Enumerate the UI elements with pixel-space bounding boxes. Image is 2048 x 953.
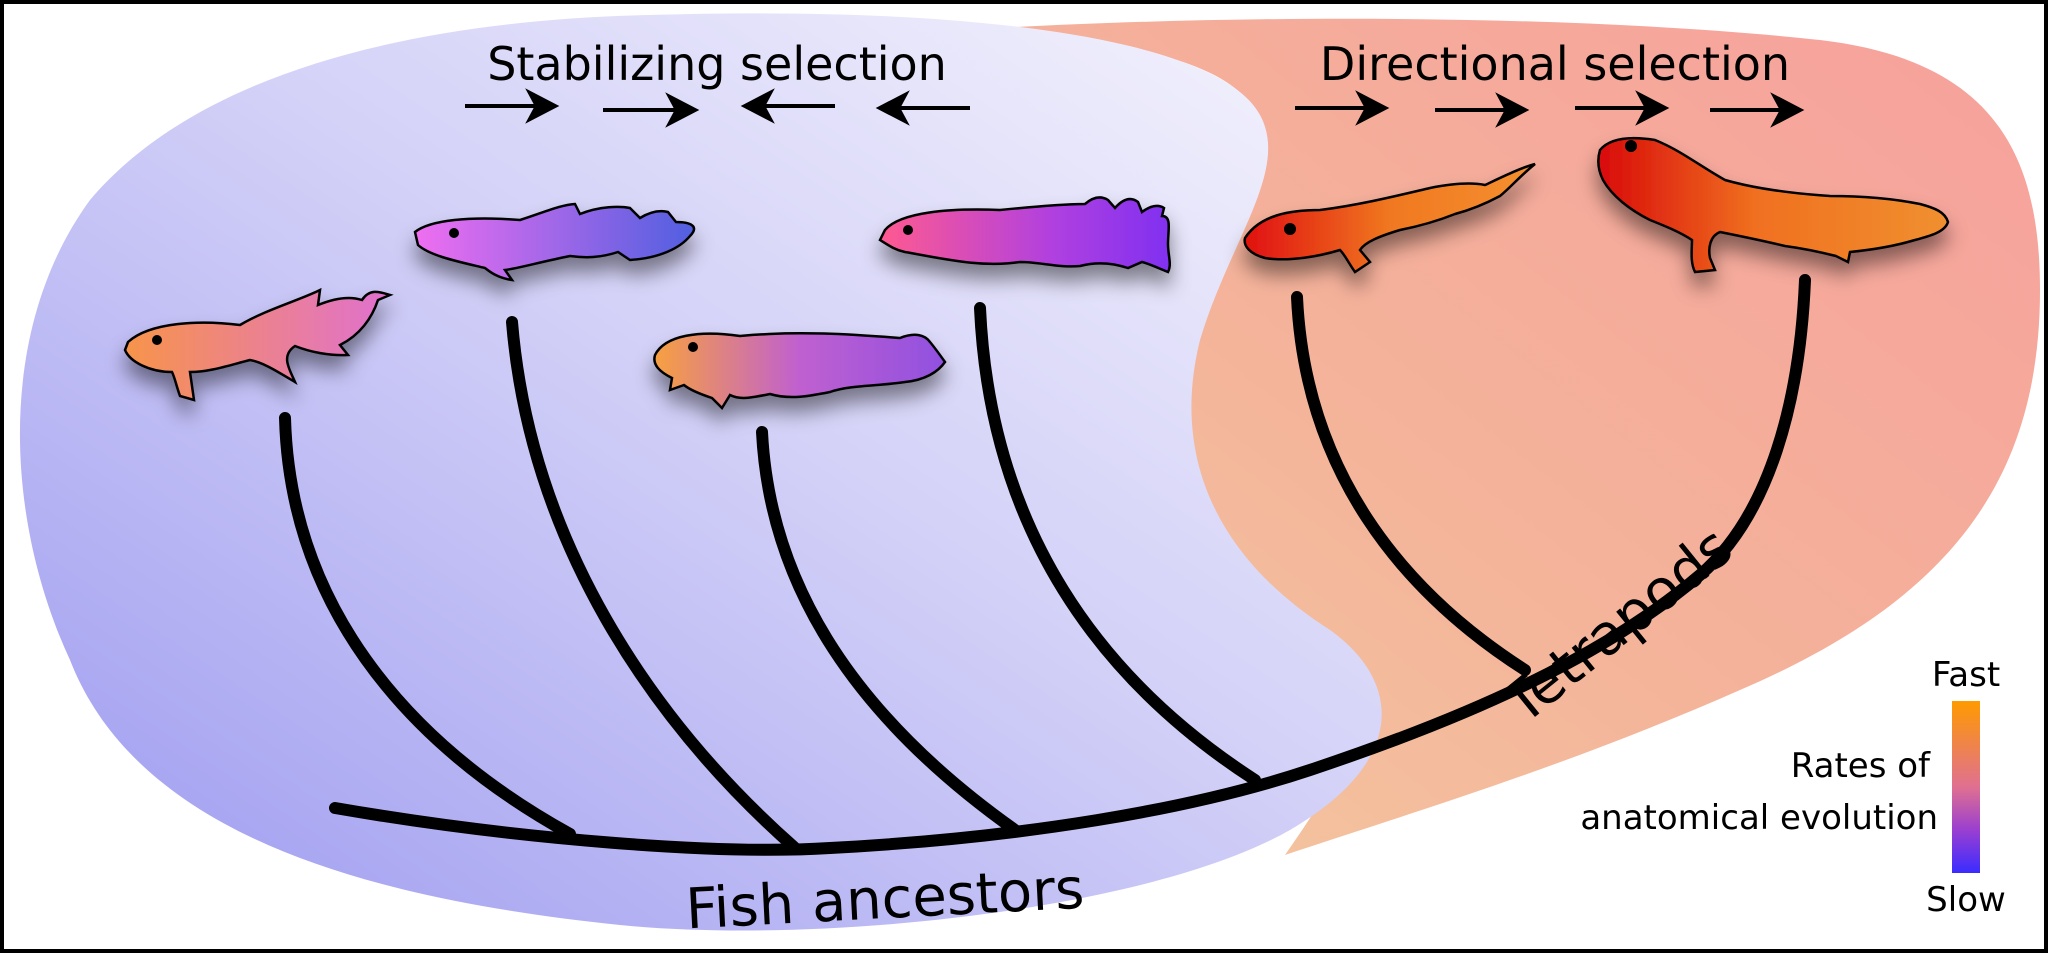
scale-caption-line-2: anatomical evolution: [1580, 798, 1938, 838]
scale-slow-label: Slow: [1926, 880, 2006, 920]
tree-branch-2: [506, 316, 801, 854]
fish-4-icon: [878, 196, 1172, 274]
directional-arrows: [1295, 90, 1805, 128]
tree-branch-1: [279, 412, 576, 840]
arrow-right-icon: [603, 92, 700, 128]
fish-3-icon: [653, 331, 947, 411]
directional-selection-title: Directional selection: [1320, 37, 1790, 91]
tree-branch-5: [1291, 291, 1531, 676]
arrow-right-icon: [465, 88, 560, 124]
arrow-right-icon: [1575, 90, 1670, 126]
tree-main-trunk: [329, 274, 1811, 856]
stabilizing-region: [19, 13, 1382, 931]
scale-caption-line-1: Rates of: [1791, 746, 1931, 786]
stabilizing-arrows: [465, 88, 970, 128]
phylogenetic-tree: [279, 274, 1811, 856]
tetrapod-2-icon: [1597, 136, 1950, 274]
tree-branch-3: [756, 426, 1021, 836]
rate-color-bar: [1952, 701, 1980, 873]
arrow-left-icon: [875, 90, 970, 126]
arrow-right-icon: [1435, 92, 1530, 128]
tetrapod-1-icon: [1243, 162, 1536, 274]
fish-2-icon: [413, 202, 696, 282]
scale-fast-label: Fast: [1932, 655, 2000, 695]
stabilizing-selection-title: Stabilizing selection: [487, 37, 947, 91]
arrow-left-icon: [740, 88, 835, 124]
fish-1-icon: [123, 287, 394, 402]
arrow-right-icon: [1295, 90, 1390, 126]
arrow-right-icon: [1710, 92, 1805, 128]
tree-branch-4: [974, 302, 1261, 786]
